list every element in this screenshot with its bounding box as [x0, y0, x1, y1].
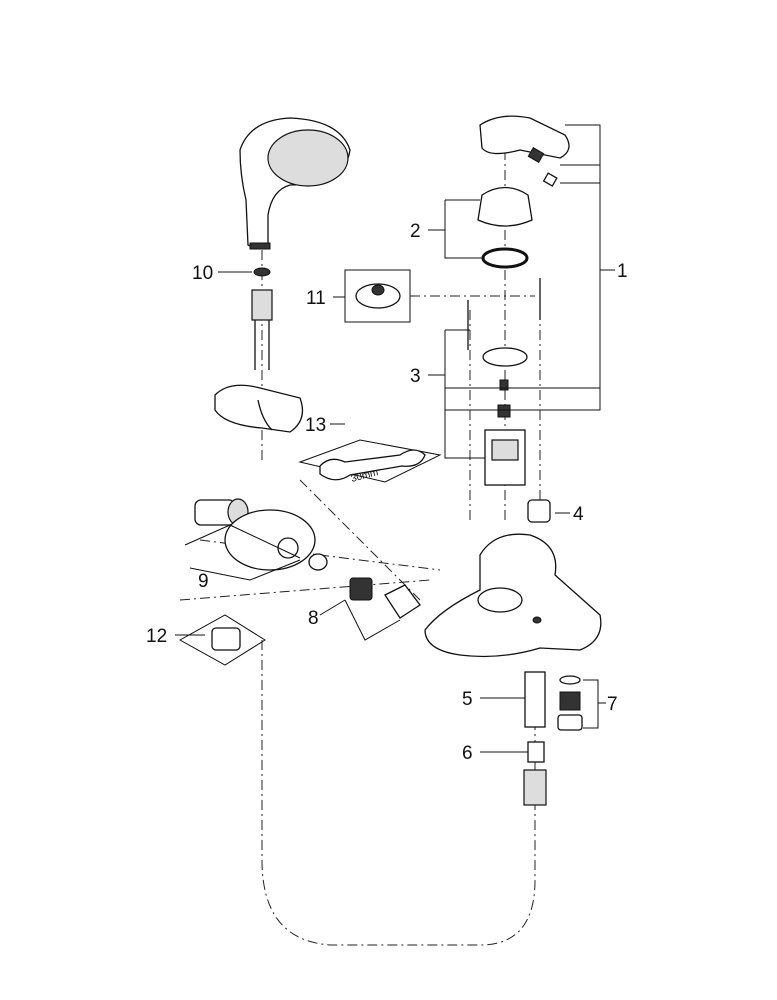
callout-1: 1: [617, 261, 628, 282]
part-9-eccentric: [184, 498, 316, 581]
leader-lines: [175, 124, 615, 753]
part-10-washer: [253, 267, 271, 277]
hand-shower-part: [239, 117, 351, 250]
callout-8: 8: [308, 608, 319, 629]
part-3-cartridge-set: [467, 278, 541, 486]
hose-connector-bottom: [523, 769, 547, 806]
callout-9: 9: [198, 571, 209, 592]
part-1-lever-handle: [479, 115, 570, 187]
callout-7: 7: [607, 694, 618, 715]
part-13-wrench: 30mm: [298, 439, 442, 485]
faucet-body: [424, 533, 602, 658]
part-7-aerator-set: [557, 675, 583, 731]
part-11-box: [344, 269, 411, 323]
callout-5: 5: [462, 689, 473, 710]
part-4-cap: [527, 499, 551, 523]
callout-4: 4: [573, 504, 584, 525]
callout-3: 3: [410, 366, 421, 387]
part-5-diverter: [524, 671, 546, 728]
part-6-nut: [527, 741, 545, 763]
part-8-connector: [308, 553, 421, 641]
callout-11: 11: [306, 288, 326, 309]
callout-6: 6: [462, 743, 473, 764]
part-2-cap-and-oring: [477, 186, 533, 269]
callout-10: 10: [192, 263, 213, 284]
shower-holder-part: [214, 384, 304, 433]
shower-hose-part: [251, 289, 273, 370]
callout-13: 13: [305, 415, 326, 436]
callout-2: 2: [410, 221, 421, 242]
callout-labels: 1 2 3 4 5 6 7 8 9 10 11 12 13: [146, 221, 628, 764]
callout-12: 12: [146, 626, 167, 647]
part-12-adapter: [178, 614, 266, 666]
